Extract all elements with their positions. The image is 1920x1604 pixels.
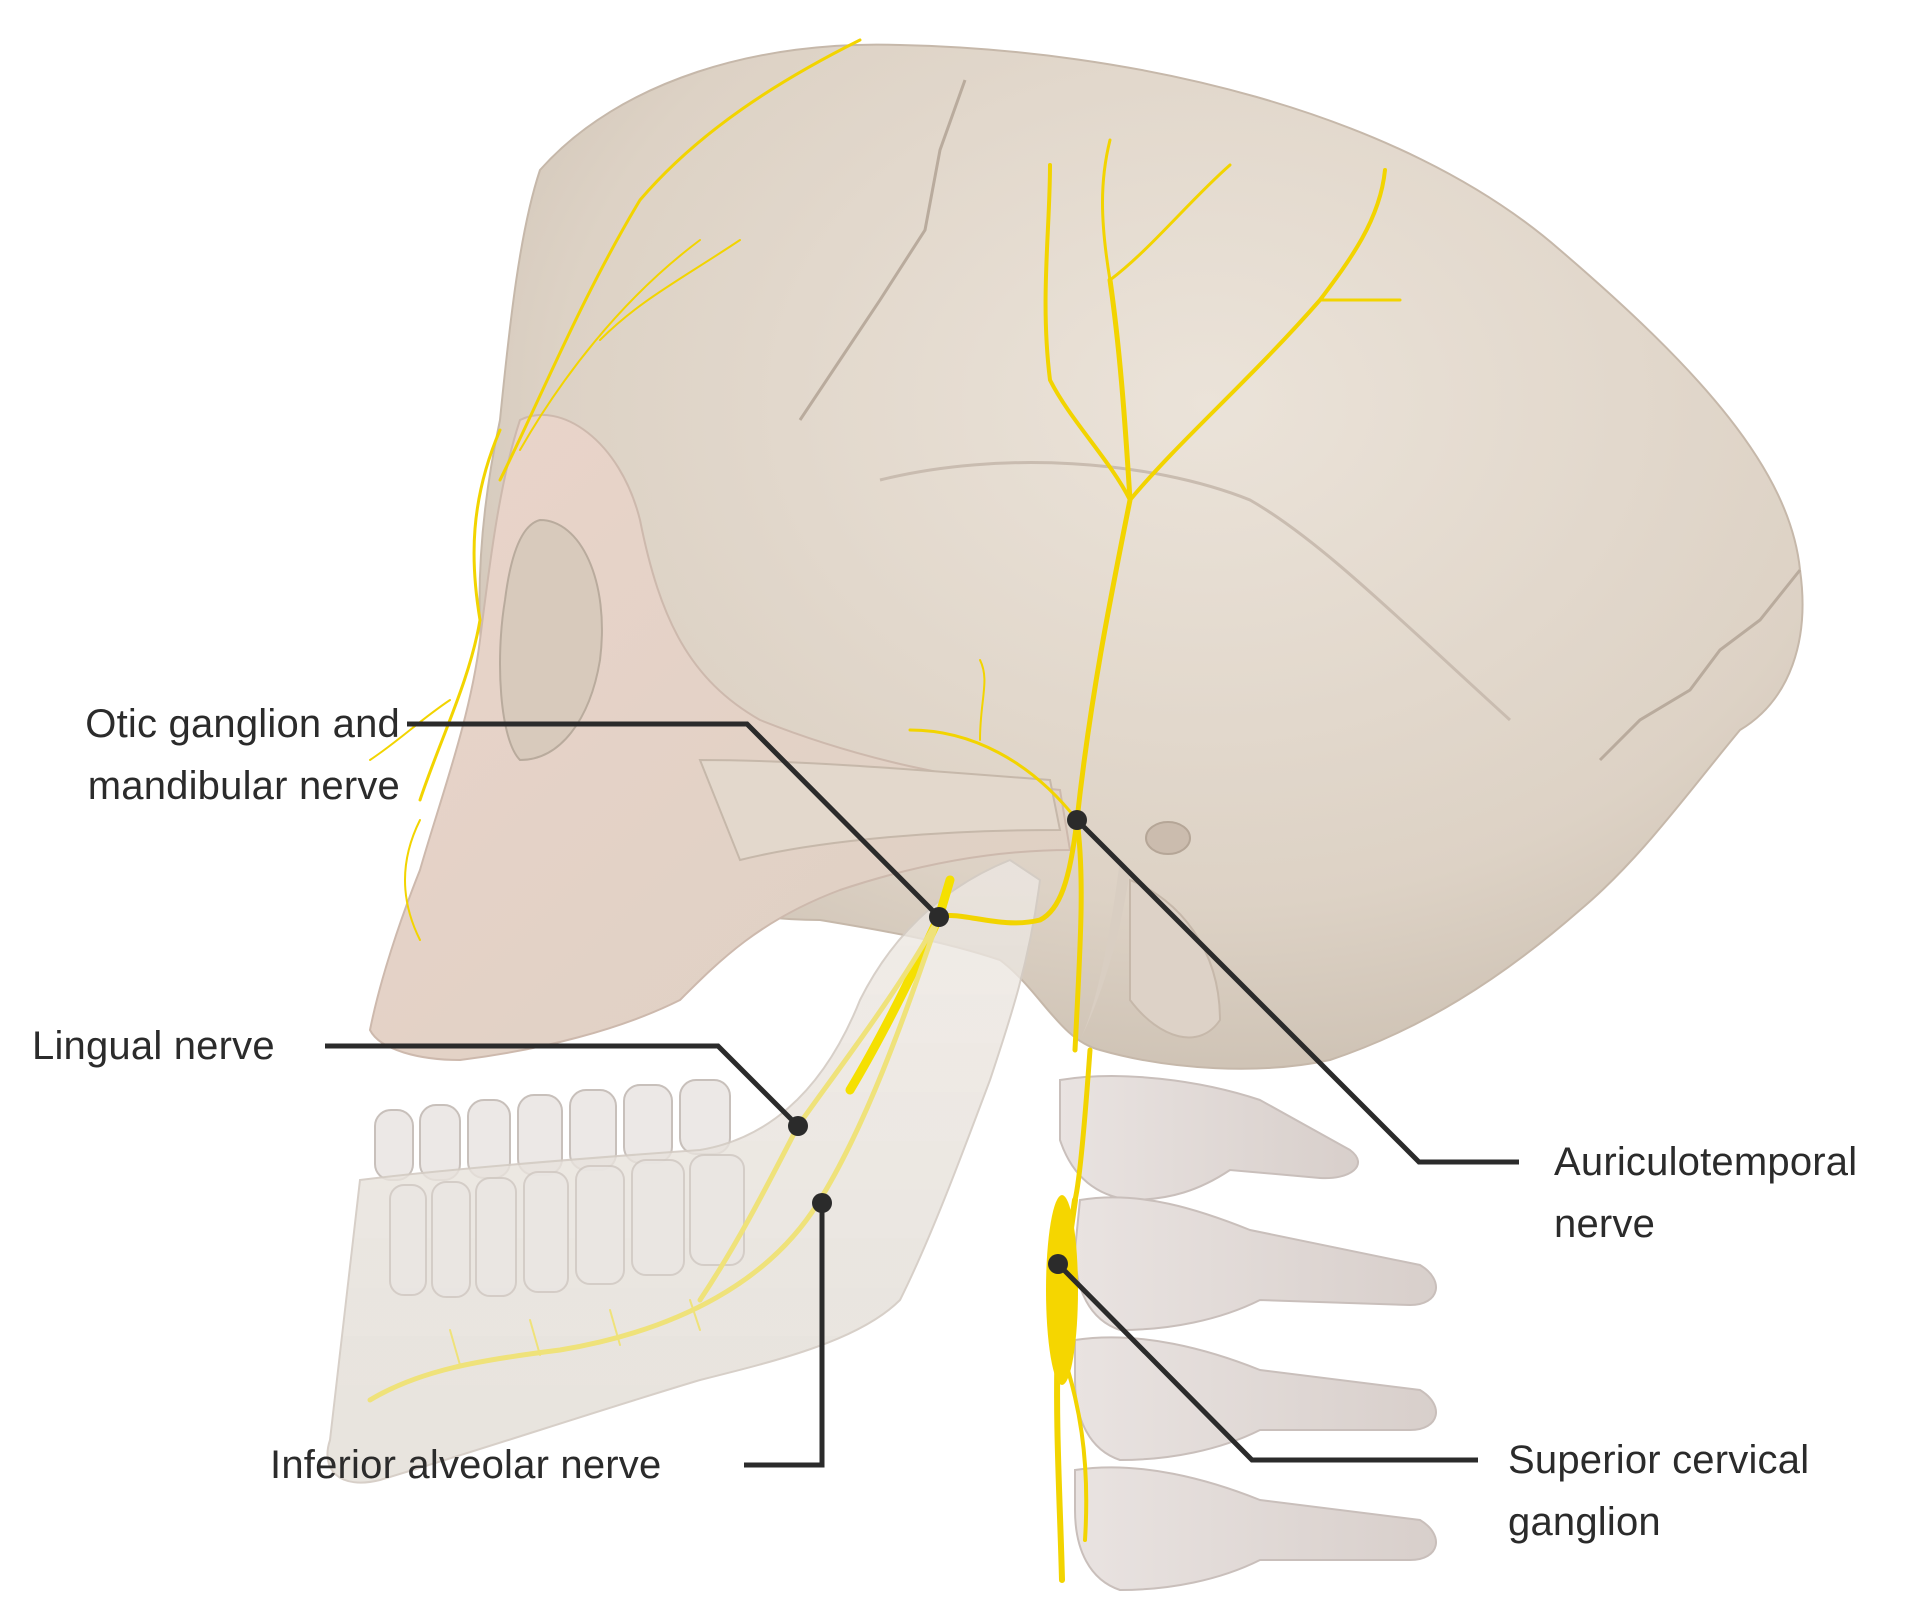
lower-teeth xyxy=(389,1154,745,1298)
label-line: Otic ganglion and xyxy=(85,702,400,746)
label-line: ganglion xyxy=(1508,1500,1661,1544)
label-superior-cervical-ganglion: Superior cervical ganglion xyxy=(1508,1429,1809,1553)
orbit xyxy=(499,518,603,762)
superior-cervical-ganglion xyxy=(1046,1195,1078,1385)
label-auriculotemporal-nerve: Auriculotemporal nerve xyxy=(1554,1131,1857,1255)
styloid-process xyxy=(1080,860,1130,1040)
label-line: nerve xyxy=(1554,1202,1656,1246)
label-lingual-nerve: Lingual nerve xyxy=(32,1015,275,1077)
leader-lines xyxy=(325,721,1519,1468)
dot-inferior-alveolar xyxy=(812,1193,832,1213)
leader-lingual xyxy=(325,1043,800,1128)
coronal-suture xyxy=(798,79,967,421)
nerves xyxy=(367,38,1402,1583)
label-otic-ganglion: Otic ganglion and mandibular nerve xyxy=(30,693,400,817)
dot-lingual xyxy=(788,1116,808,1136)
dot-auriculotemporal xyxy=(1067,810,1087,830)
label-line: Auriculotemporal xyxy=(1554,1140,1858,1184)
leader-superior-cervical xyxy=(1056,1262,1478,1463)
leader-auriculotemporal xyxy=(1075,818,1519,1165)
leader-dots xyxy=(788,810,1087,1274)
external-acoustic-meatus xyxy=(1145,821,1191,855)
mastoid-process xyxy=(1129,878,1222,1039)
dot-otic xyxy=(929,907,949,927)
label-line: Inferior alveolar nerve xyxy=(270,1443,662,1487)
lambdoid-suture xyxy=(1598,569,1802,762)
label-line: Lingual nerve xyxy=(32,1024,275,1068)
leader-otic xyxy=(407,721,941,919)
leader-inferior-alveolar xyxy=(744,1203,825,1468)
cervical-vertebrae xyxy=(1059,1075,1437,1592)
squamous-suture xyxy=(879,461,1512,722)
upper-teeth xyxy=(374,1079,731,1181)
label-inferior-alveolar-nerve: Inferior alveolar nerve xyxy=(270,1434,661,1496)
label-line: Superior cervical xyxy=(1508,1438,1810,1482)
zygomatic-arch xyxy=(698,758,1062,862)
label-line: mandibular nerve xyxy=(87,764,400,808)
dot-superior-cervical xyxy=(1048,1254,1068,1274)
